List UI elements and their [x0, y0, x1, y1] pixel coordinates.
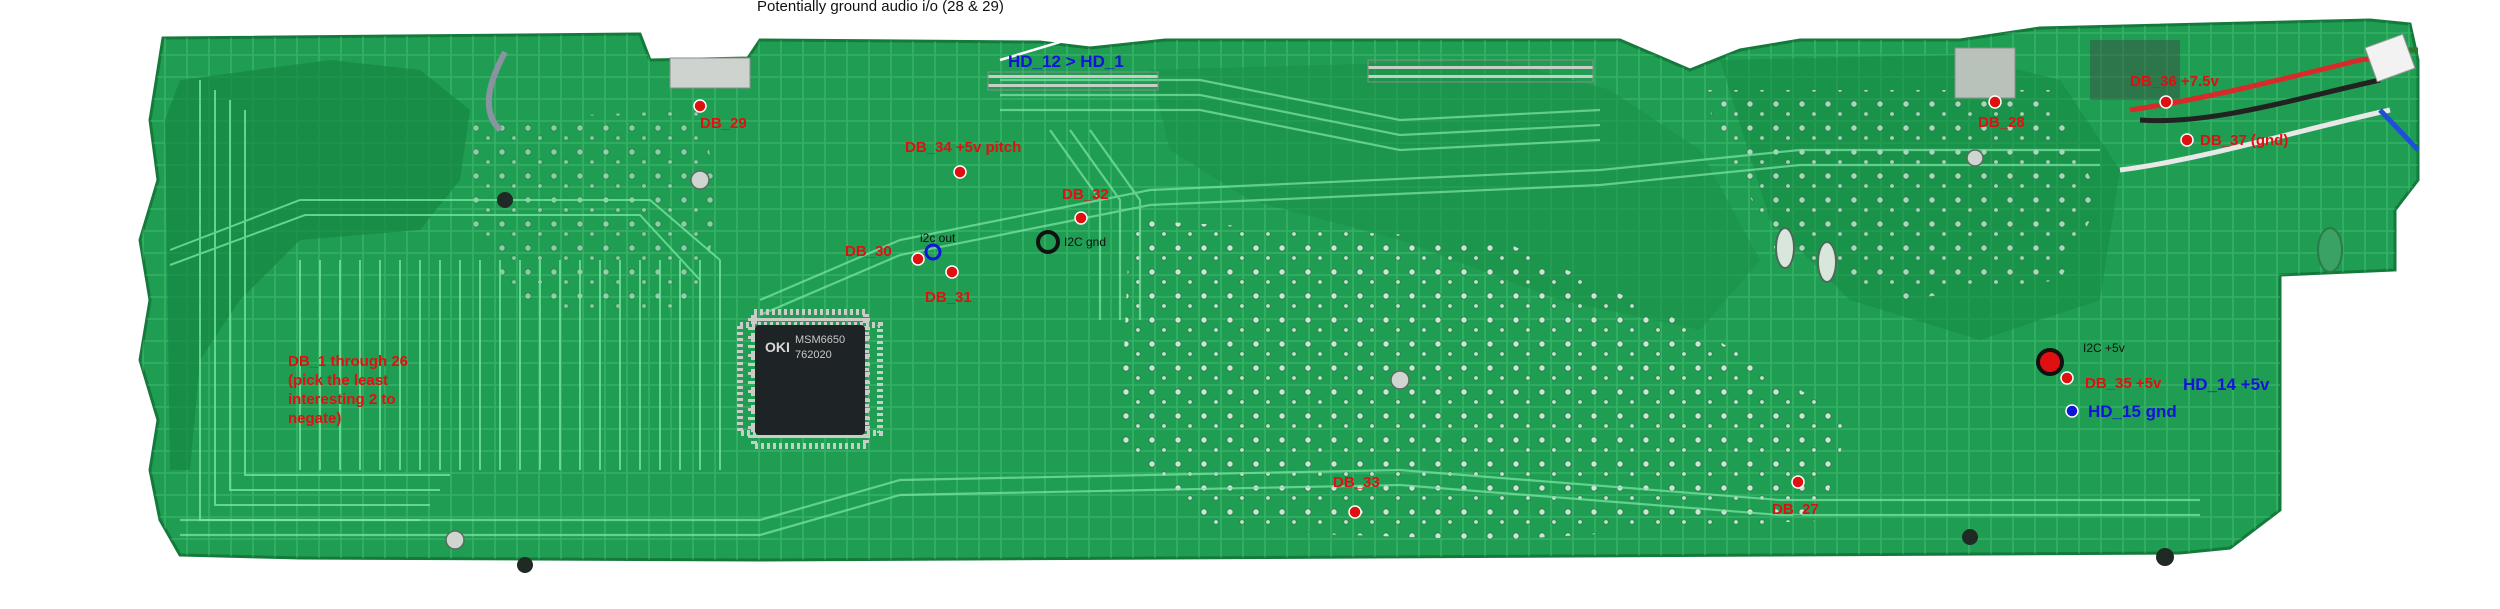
label-hd15: HD_15 gnd — [2088, 402, 2177, 421]
label-db30: DB_30 — [845, 243, 892, 260]
label-db27: DB_27 — [1772, 501, 1819, 518]
label-db35: DB_35 +5v — [2085, 375, 2162, 392]
label-db37: DB_37 (gnd) — [2200, 132, 2289, 149]
label-db33: DB_33 — [1333, 474, 1380, 491]
note-line: negate) — [288, 410, 342, 427]
label-db28: DB_28 — [1978, 114, 2025, 131]
label-db34: DB_34 +5v pitch — [905, 139, 1022, 156]
chip-brand: OKI — [765, 339, 790, 355]
label-i2c-out: i2c out — [920, 231, 956, 245]
note-line: (pick the least — [288, 372, 389, 389]
label-i2c-gnd: I2C gnd — [1064, 235, 1107, 249]
label-db32: DB_32 — [1062, 186, 1109, 203]
label-i2c-5v: I2C +5v — [2083, 341, 2125, 355]
note-line: DB_1 through 26 — [288, 353, 409, 370]
note-line: interesting 2 to — [288, 391, 396, 408]
label-hd14: HD_14 +5v — [2183, 375, 2270, 394]
label-db29: DB_29 — [700, 115, 747, 132]
header-note: Potentially ground audio i/o (28 & 29) — [757, 0, 1004, 15]
chip-model: MSM6650 — [795, 334, 846, 346]
label-db1-note: DB_1 through 26 (pick the least interest… — [288, 352, 408, 428]
label-hd12: HD_12 > HD_1 — [1008, 52, 1124, 71]
label-db36: DB_36 +7.5v — [2130, 73, 2219, 90]
chip-code: 762020 — [795, 349, 832, 361]
chip — [737, 309, 883, 449]
label-db31: DB_31 — [925, 289, 972, 306]
